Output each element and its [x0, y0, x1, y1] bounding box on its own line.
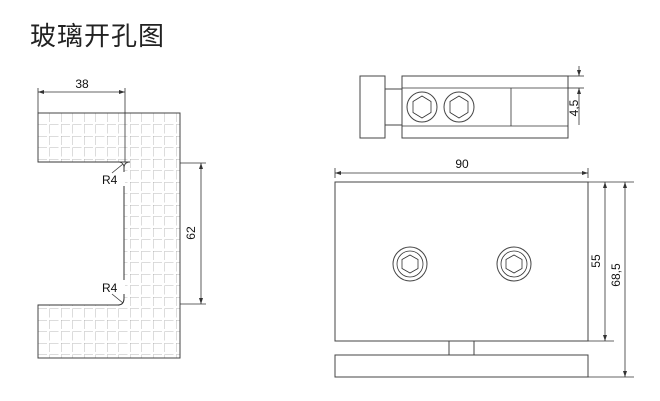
plate-neck: [448, 340, 475, 356]
radius-label-bottom: R4: [102, 281, 118, 295]
glass-cutout-view: 38 62 R4 R4: [37, 77, 206, 359]
glass-panel: [37, 112, 181, 359]
arrow-head: [623, 371, 627, 377]
hex-socket-icon: [401, 254, 419, 274]
arrow-head: [582, 171, 588, 175]
arrow-head: [603, 182, 607, 188]
clamp-cap: [359, 75, 386, 139]
leader-line: [111, 163, 124, 174]
hex-socket-icon: [505, 254, 523, 274]
clamp-neck: [384, 88, 403, 126]
dim-label-62: 62: [184, 226, 198, 240]
page-title: 玻璃开孔图: [30, 22, 166, 52]
arrow-head: [119, 90, 125, 94]
arrow-head: [199, 298, 203, 304]
plate-base: [334, 354, 589, 378]
dim-label-68-5: 68,5: [609, 263, 623, 287]
arrow-head: [335, 171, 341, 175]
bolt-head: [496, 246, 532, 282]
bolt-head: [392, 246, 428, 282]
clamp-side-view: 4,5: [359, 66, 584, 139]
radius-label-top: R4: [102, 173, 118, 187]
hex-socket-icon: [412, 95, 432, 119]
plate-front-view: 90 55 68,5: [334, 157, 634, 378]
dim-label-55: 55: [589, 254, 603, 268]
dim-label-38: 38: [75, 77, 89, 91]
cutout-edge: [38, 161, 125, 306]
dim-label-90: 90: [455, 157, 469, 171]
arrow-head: [38, 90, 44, 94]
arrow-head: [199, 163, 203, 169]
label-bg: [101, 172, 125, 186]
arrow-head: [623, 182, 627, 188]
hex-socket-icon: [449, 95, 469, 119]
leader-line: [111, 293, 124, 304]
arrow-head: [577, 70, 581, 76]
bolt-inner-ring: [500, 250, 528, 278]
screw-head: [406, 91, 438, 123]
arrow-head: [577, 88, 581, 94]
bolt-inner-ring: [396, 250, 424, 278]
clamp-plate: [334, 181, 589, 342]
screw-head: [443, 91, 475, 123]
dim-label-4-5: 4,5: [567, 99, 581, 116]
label-bg: [101, 280, 125, 294]
arrow-head: [603, 335, 607, 341]
